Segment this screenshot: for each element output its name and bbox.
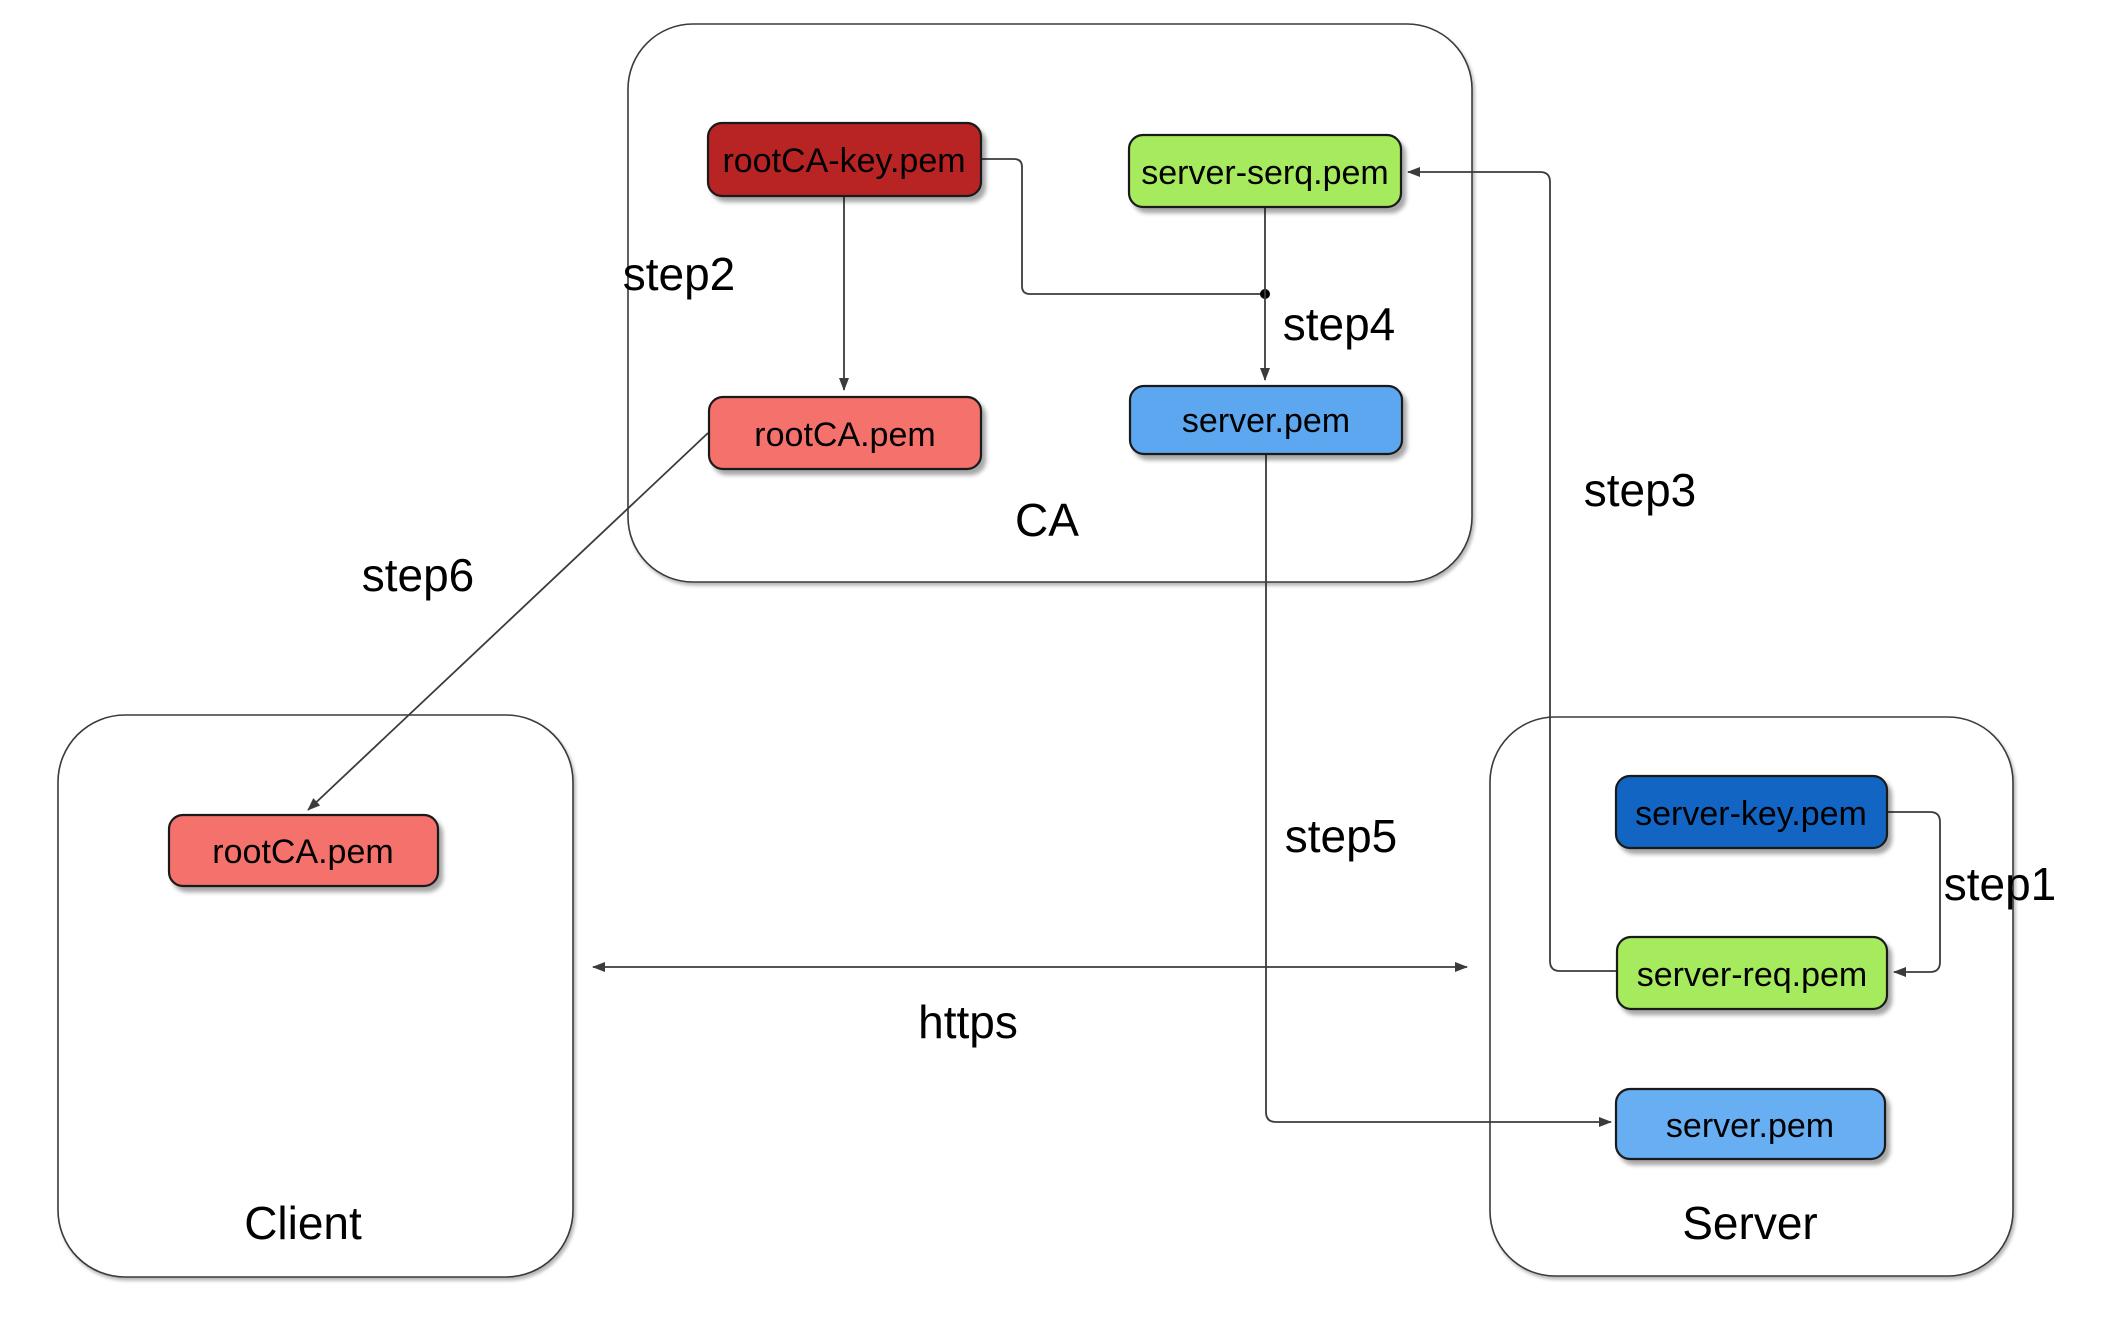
label-https: https	[918, 996, 1018, 1048]
node-server-pem-ca-label: server.pem	[1182, 402, 1350, 440]
node-server-req-pem: server-req.pem	[1615, 935, 1889, 1011]
node-server-serq-pem-label: server-serq.pem	[1141, 154, 1389, 192]
edge-step1-arrow	[1888, 811, 1941, 977]
node-rootca-key-pem: rootCA-key.pem	[706, 121, 983, 198]
node-server-key-pem-label: server-key.pem	[1635, 795, 1867, 833]
client-container-box	[57, 714, 574, 1278]
node-rootca-pem-client: rootCA.pem	[167, 813, 440, 888]
edge-step6-arrow	[307, 432, 709, 811]
node-server-serq-pem-box	[1127, 133, 1403, 209]
node-rootca-pem-client-label: rootCA.pem	[212, 833, 393, 871]
node-server-pem-ca-box	[1128, 384, 1404, 456]
edge-step5-arrow	[1265, 454, 1612, 1127]
ca-container-title: CA	[1015, 494, 1079, 546]
node-server-pem-server-label: server.pem	[1666, 1107, 1834, 1145]
label-step4: step4	[1283, 298, 1396, 350]
edge-rootca-key-elbow	[981, 158, 1265, 295]
node-rootca-key-pem-box	[706, 121, 983, 198]
node-server-key-pem: server-key.pem	[1614, 774, 1889, 850]
node-server-req-pem-label: server-req.pem	[1637, 956, 1868, 994]
edge-step3-arrow	[1407, 167, 1617, 972]
label-step6: step6	[362, 549, 475, 601]
node-server-pem-ca: server.pem	[1128, 384, 1404, 456]
label-step2: step2	[623, 248, 736, 300]
server-container-title: Server	[1682, 1197, 1817, 1249]
node-rootca-pem-ca-box	[707, 395, 983, 471]
node-rootca-pem-ca: rootCA.pem	[707, 395, 983, 471]
node-server-key-pem-box	[1614, 774, 1889, 850]
node-server-pem-server-box	[1614, 1087, 1887, 1161]
node-rootca-pem-client-box	[167, 813, 440, 888]
label-step1: step1	[1944, 858, 2057, 910]
node-rootca-key-pem-label: rootCA-key.pem	[722, 142, 965, 180]
label-step3: step3	[1584, 464, 1697, 516]
client-container-title: Client	[244, 1197, 362, 1249]
node-server-pem-server: server.pem	[1614, 1087, 1887, 1161]
label-step5: step5	[1285, 810, 1398, 862]
node-rootca-pem-ca-label: rootCA.pem	[754, 416, 935, 454]
node-server-req-pem-box	[1615, 935, 1889, 1011]
node-server-serq-pem: server-serq.pem	[1127, 133, 1403, 209]
